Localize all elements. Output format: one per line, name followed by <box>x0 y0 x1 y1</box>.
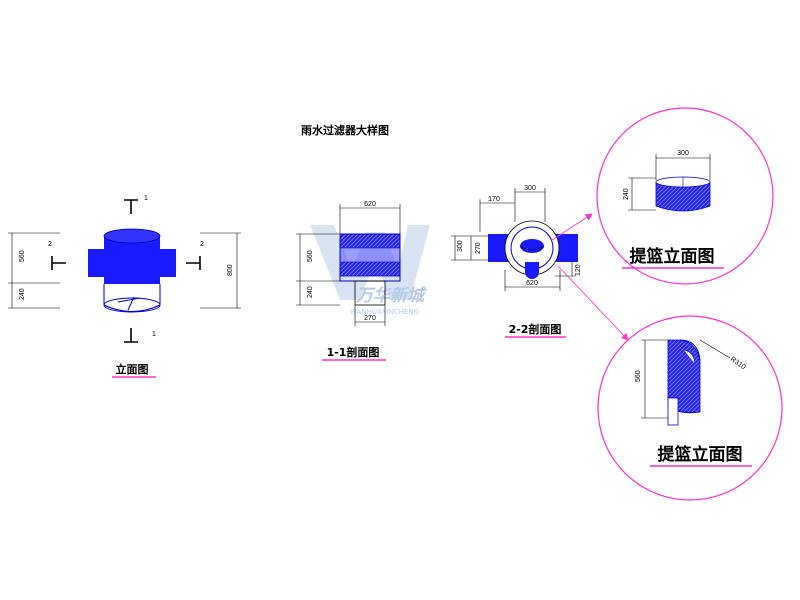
s11-dim-560: 560 <box>307 250 314 262</box>
s22-dim-120: 120 <box>575 264 582 276</box>
elev-section-1-top: 1 <box>144 195 148 202</box>
elev-dim-800: 800 <box>227 264 234 276</box>
elev-dim-560: 560 <box>19 250 26 262</box>
section-2-2-view: 300 170 300 270 620 120 2-2剖面图 <box>451 185 629 341</box>
s11-dim-270: 270 <box>364 315 376 322</box>
elevation-view: 560 240 800 2 2 1 1 立面图 <box>8 195 241 378</box>
s22-dim-300-left: 300 <box>457 240 464 252</box>
basket-bottom-dim-r310: R310 <box>729 356 747 371</box>
s11-dim-240: 240 <box>307 286 314 298</box>
s22-dim-270: 270 <box>475 242 482 254</box>
s22-dim-300-top: 300 <box>524 185 536 192</box>
section-1-1-view: 620 560 240 270 1-1剖面图 <box>296 201 401 361</box>
section-1-1-label: 1-1剖面图 <box>327 345 380 359</box>
basket-bottom-label: 提篮立面图 <box>658 444 743 465</box>
section-2-2-label: 2-2剖面图 <box>509 322 562 336</box>
watermark-cn: 万华新城 <box>355 286 427 306</box>
s11-dim-620: 620 <box>364 201 376 208</box>
basket-detail-top: 300 240 提篮立面图 <box>596 107 774 285</box>
basket-detail-bottom: 560 R310 提篮立面图 <box>597 315 783 501</box>
basket-bottom-dim-560: 560 <box>635 370 642 382</box>
watermark-en: WANHUAXINCHENG <box>350 308 419 316</box>
basket-top-label: 提篮立面图 <box>630 246 715 267</box>
elev-dim-240: 240 <box>19 288 26 300</box>
elev-section-1-bottom: 1 <box>152 331 156 338</box>
s22-dim-170: 170 <box>488 196 500 203</box>
elevation-label: 立面图 <box>116 362 149 376</box>
basket-top-dim-300: 300 <box>677 150 689 157</box>
drawing-title: 雨水过滤器大样图 <box>301 123 389 137</box>
elev-section-2-left: 2 <box>48 241 52 248</box>
s22-dim-620: 620 <box>526 280 538 287</box>
basket-top-dim-240: 240 <box>623 188 630 200</box>
elev-section-2-right: 2 <box>200 241 204 248</box>
